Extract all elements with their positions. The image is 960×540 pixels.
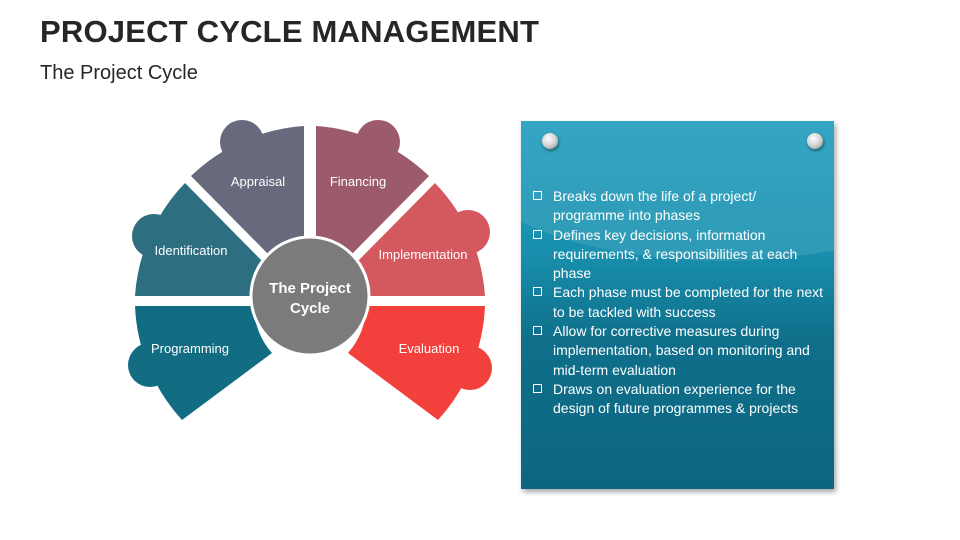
bullet-text: Allow for corrective measures during imp… [553, 323, 810, 378]
segment-identification-label: Identification [155, 243, 228, 258]
segment-appraisal-label: Appraisal [231, 174, 285, 189]
center-hub-circle [249, 235, 371, 357]
project-cycle-svg: Programming Identification Appraisal Fin… [128, 120, 492, 420]
segment-identification-shape [135, 183, 263, 296]
pushpin-icon [542, 133, 558, 149]
checkbox-bullet-icon [533, 229, 542, 239]
segment-implementation-knob [446, 210, 490, 254]
checkbox-bullet-icon [533, 191, 542, 200]
bullet-item: Breaks down the life of a project/ progr… [531, 187, 826, 226]
checkbox-bullet-icon [533, 383, 542, 393]
segment-programming-knob [128, 343, 172, 387]
bullet-text: Draws on evaluation experience for the d… [553, 380, 799, 417]
checkbox-bullet-icon [533, 287, 542, 297]
bullet-text: Breaks down the life of a project/ progr… [553, 188, 757, 224]
segment-programming-shape [135, 306, 272, 420]
segment-implementation: Implementation [357, 183, 490, 296]
segment-implementation-label: Implementation [379, 247, 468, 262]
bullet-item: Draws on evaluation experience for the d… [531, 380, 826, 419]
bullet-text: Defines key decisions, information requi… [553, 226, 798, 282]
bullet-item: Allow for corrective measures during imp… [531, 322, 826, 380]
page-subtitle: The Project Cycle [40, 62, 198, 84]
segment-evaluation-label: Evaluation [399, 341, 460, 356]
segment-programming: Programming [128, 306, 272, 420]
segment-programming-label: Programming [151, 341, 229, 356]
segment-appraisal: Appraisal [191, 120, 304, 255]
segment-implementation-shape [357, 183, 485, 296]
segment-evaluation-knob [448, 346, 492, 390]
bullet-list: Breaks down the life of a project/ progr… [531, 187, 826, 419]
segment-financing-label: Financing [330, 174, 386, 189]
segment-identification: Identification [132, 183, 263, 296]
segment-appraisal-shape [191, 126, 304, 255]
pinned-note-card: Breaks down the life of a project/ progr… [521, 121, 834, 489]
card-sheen [521, 121, 834, 261]
checkbox-bullet-icon [533, 326, 542, 336]
segment-evaluation-shape [348, 306, 485, 420]
bullet-text: Each phase must be completed for the nex… [553, 284, 824, 320]
page-title: PROJECT CYCLE MANAGEMENT [40, 14, 540, 49]
pushpin-icon [807, 133, 823, 149]
center-label-line1: The Project [269, 280, 351, 297]
segment-appraisal-knob [220, 120, 264, 164]
center-label-line2: Cycle [290, 300, 330, 317]
segment-financing-knob [356, 120, 400, 164]
bullet-item: Defines key decisions, information requi… [531, 226, 826, 284]
center-hub: The Project Cycle [249, 235, 371, 357]
project-cycle-diagram: Programming Identification Appraisal Fin… [120, 110, 500, 430]
segment-evaluation: Evaluation [348, 306, 492, 420]
segment-identification-knob [132, 214, 176, 258]
segment-financing: Financing [316, 120, 429, 255]
bullet-item: Each phase must be completed for the nex… [531, 283, 826, 322]
segment-financing-shape [316, 126, 429, 255]
